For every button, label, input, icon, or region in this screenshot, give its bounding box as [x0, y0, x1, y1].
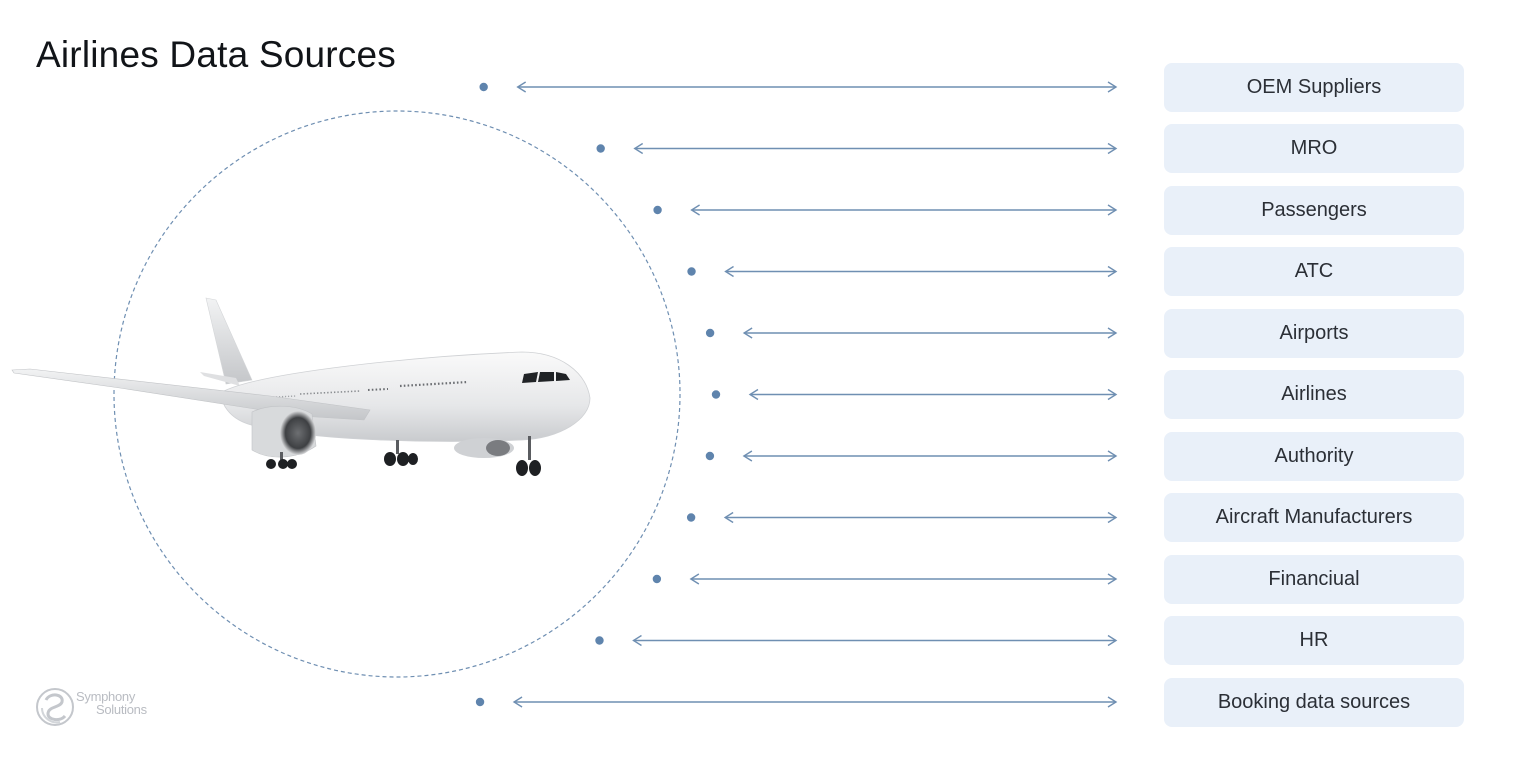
arrowhead-icon [742, 450, 753, 462]
source-box: Passengers [1164, 185, 1464, 235]
arrowhead-icon [742, 327, 753, 339]
source-box: Airlines [1164, 370, 1464, 419]
symphony-logo-icon [36, 688, 74, 726]
source-label: MRO [1290, 137, 1338, 159]
arrowhead-icon [1107, 327, 1118, 339]
source-label: Aircraft Manufacturers [1215, 506, 1413, 528]
source-label: Airports [1279, 321, 1349, 344]
connector-dot [705, 451, 715, 461]
dashed-circle [113, 110, 681, 678]
arrowhead-icon [724, 265, 734, 278]
source-box: OEM Suppliers [1164, 62, 1464, 112]
arrowhead-icon [690, 204, 700, 216]
arrowhead-icon [632, 634, 642, 647]
source-label: Passengers [1261, 198, 1367, 221]
source-label: Authority [1274, 444, 1354, 467]
connector-dot [705, 328, 715, 338]
logo-line-1: Symphony [76, 689, 136, 704]
arrowhead-icon [516, 81, 527, 93]
arrowhead-icon [1107, 265, 1118, 278]
arrowhead-icon [1107, 696, 1118, 708]
source-label: HR [1299, 629, 1329, 651]
source-label: OEM Suppliers [1246, 75, 1382, 98]
arrowhead-icon [723, 511, 734, 524]
page-title: Airlines Data Sources [36, 34, 396, 75]
source-box: Airports [1164, 308, 1464, 358]
source-box: Financiual [1164, 554, 1464, 604]
source-box: HR [1164, 616, 1464, 665]
source-box: Aircraft Manufacturers [1164, 493, 1464, 542]
arrowhead-icon [1107, 450, 1118, 462]
arrowhead-icon [1107, 634, 1118, 647]
arrowhead-icon [633, 142, 644, 155]
arrowhead-icon [1107, 81, 1118, 93]
arrowhead-icon [1107, 142, 1118, 155]
connector-dot [711, 390, 721, 399]
source-box: MRO [1164, 124, 1464, 173]
arrowhead-icon [1107, 388, 1118, 401]
company-logo-text: Symphony Solutions [76, 690, 147, 716]
airplane-image [11, 297, 591, 476]
arrowhead-icon [689, 573, 700, 585]
arrowhead-icon [748, 388, 759, 401]
arrowhead-icon [1107, 204, 1118, 216]
connector-dot [686, 513, 696, 522]
source-label: Booking data sources [1217, 690, 1411, 713]
source-box: Booking data sources [1164, 677, 1464, 727]
connector-dot [595, 636, 604, 645]
source-label: Airlines [1281, 383, 1347, 405]
source-label: Financiual [1268, 567, 1360, 590]
logo-line-2: Solutions [96, 702, 147, 717]
source-box: Authority [1164, 431, 1464, 481]
arrowhead-icon [1107, 511, 1118, 524]
arrowhead-icon [1107, 573, 1118, 585]
connector-dot [475, 697, 485, 707]
connector-dot [652, 574, 662, 584]
source-box: ATC [1164, 247, 1464, 296]
arrowhead-icon [512, 696, 523, 708]
source-label: ATC [1294, 260, 1334, 282]
connector-dot [653, 205, 662, 215]
connector-dot [687, 267, 696, 276]
connector-dot [479, 82, 488, 92]
connector-dot [596, 144, 605, 153]
